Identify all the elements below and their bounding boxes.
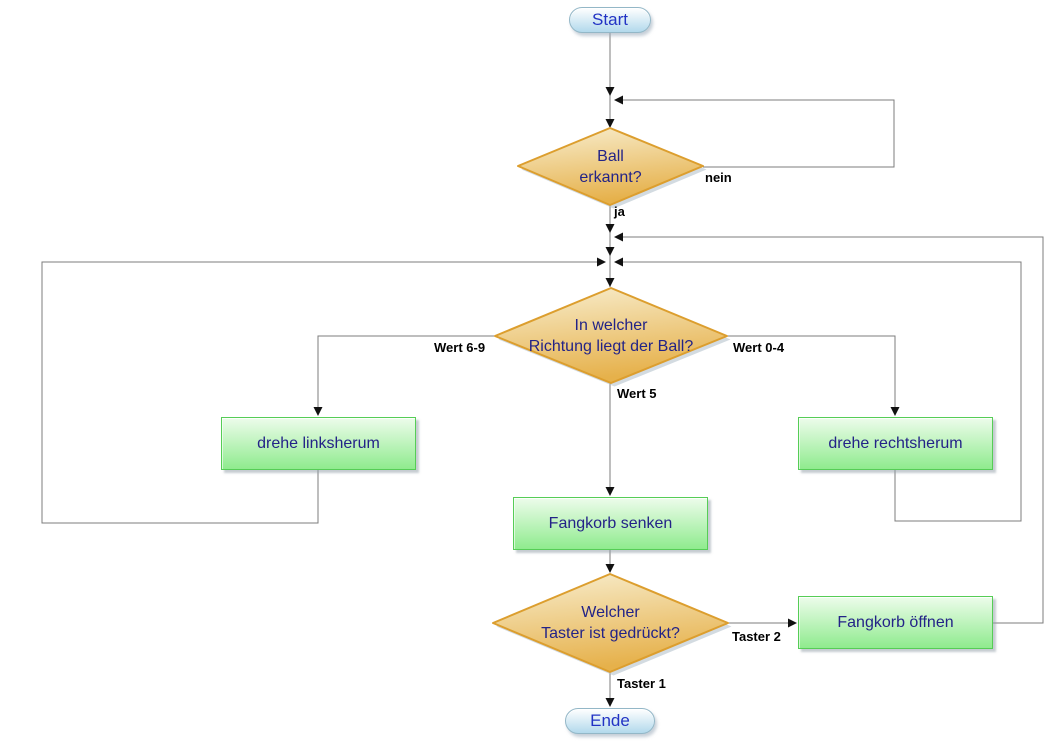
ende-node: Ende: [565, 708, 655, 734]
arrow-left-icon: [614, 232, 623, 242]
ende-label: Ende: [590, 711, 630, 730]
edge-wert69-branch: [317, 335, 496, 415]
process-drehe-linksherum: drehe linksherum: [221, 417, 416, 470]
arrow-right-icon: [788, 618, 797, 628]
arrow-down-icon: [605, 698, 615, 707]
process-drehe-rechtsherum: drehe rechtsherum: [798, 417, 993, 470]
process-label: Fangkorb öffnen: [837, 613, 954, 631]
decision-ball-diamond: [517, 127, 704, 206]
arrow-down-icon: [605, 224, 615, 233]
arrow-down-icon: [605, 247, 615, 256]
edge-linksherum-return-loop: [41, 261, 604, 524]
arrow-right-icon: [597, 257, 606, 267]
arrow-down-icon: [313, 407, 323, 416]
arrow-down-icon: [605, 278, 615, 287]
connector-lines: [41, 33, 1044, 706]
decision-richtung-diamond: [494, 287, 728, 384]
arrow-down-icon: [890, 407, 900, 416]
arrow-down-icon: [605, 119, 615, 128]
edge-wert04-branch: [726, 335, 896, 415]
arrow-down-icon: [605, 487, 615, 496]
arrow-left-icon: [614, 95, 623, 105]
arrowheads: [313, 87, 900, 707]
arrow-down-icon: [605, 564, 615, 573]
process-label: Fangkorb senken: [548, 514, 673, 532]
process-label: drehe linksherum: [257, 434, 380, 452]
process-fangkorb-oeffnen: Fangkorb öffnen: [798, 596, 993, 649]
process-label: drehe rechtsherum: [828, 434, 963, 452]
start-label: Start: [592, 10, 628, 29]
decision-taster-diamond: [492, 573, 729, 673]
arrow-left-icon: [614, 257, 623, 267]
edge-nein-loop: [616, 99, 895, 168]
edge-oeffnen-return-loop: [616, 236, 1044, 624]
arrow-down-icon: [605, 87, 615, 96]
start-node: Start: [569, 7, 651, 33]
edge-rechtsherum-return-loop: [616, 261, 1022, 522]
process-fangkorb-senken: Fangkorb senken: [513, 497, 708, 550]
